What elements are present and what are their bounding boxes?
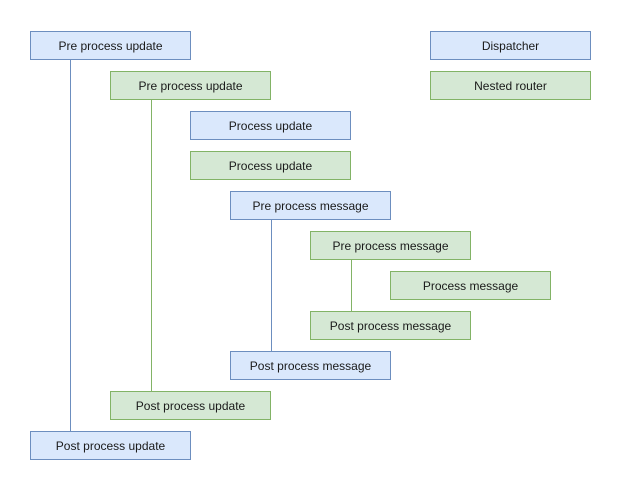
node-label: Pre process update <box>138 78 243 93</box>
node-label: Process update <box>228 118 313 133</box>
node-label: Pre process message <box>332 238 449 253</box>
node-label: Post process update <box>55 438 166 453</box>
node-process-update-dispatcher: Process update <box>190 111 351 140</box>
node-label: Pre process update <box>58 38 163 53</box>
node-post-process-update-dispatcher: Post process update <box>30 431 191 460</box>
node-label: Process update <box>228 158 313 173</box>
connector-router-message <box>351 259 352 311</box>
legend-item-dispatcher: Dispatcher <box>430 31 591 60</box>
connector-dispatcher-update <box>70 59 71 431</box>
node-post-process-update-router: Post process update <box>110 391 271 420</box>
node-pre-process-update-router: Pre process update <box>110 71 271 100</box>
node-pre-process-message-dispatcher: Pre process message <box>230 191 391 220</box>
node-label: Post process message <box>329 318 452 333</box>
node-label: Post process message <box>249 358 372 373</box>
node-pre-process-update-dispatcher: Pre process update <box>30 31 191 60</box>
legend-label-dispatcher: Dispatcher <box>481 38 540 53</box>
node-post-process-message-dispatcher: Post process message <box>230 351 391 380</box>
node-label: Process message <box>422 278 519 293</box>
node-label: Pre process message <box>252 198 369 213</box>
node-label: Post process update <box>135 398 246 413</box>
legend-item-nested-router: Nested router <box>430 71 591 100</box>
node-pre-process-message-router: Pre process message <box>310 231 471 260</box>
legend-label-nested-router: Nested router <box>474 78 547 93</box>
node-process-message-router: Process message <box>390 271 551 300</box>
connector-router-update <box>151 99 152 391</box>
node-post-process-message-router: Post process message <box>310 311 471 340</box>
connector-dispatcher-message <box>271 219 272 351</box>
node-process-update-router: Process update <box>190 151 351 180</box>
